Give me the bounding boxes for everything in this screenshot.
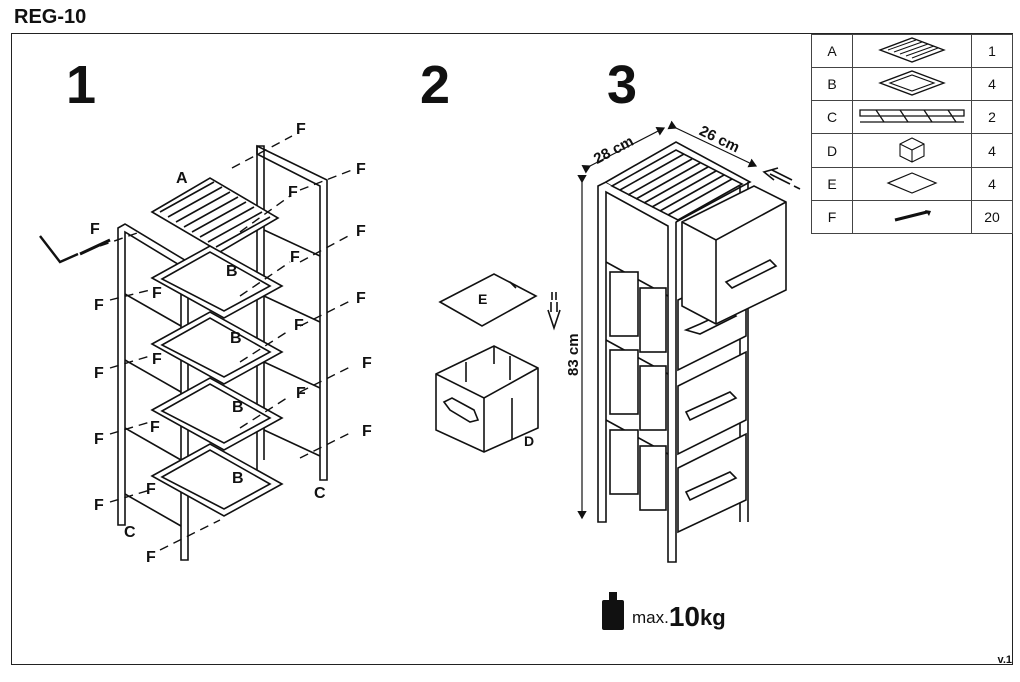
version-label: v.1 — [997, 654, 1012, 666]
label-f-20: F — [146, 549, 156, 566]
part-quantity: 4 — [971, 167, 1013, 201]
dimension-width: 28 cm — [591, 133, 637, 168]
label-c-right: C — [314, 485, 326, 502]
step-number-3: 3 — [607, 55, 638, 115]
fabric-drawer-box-icon — [899, 137, 925, 163]
label-f-1: F — [296, 121, 306, 138]
table-row: F 20 — [811, 200, 1013, 234]
drawer-base-board — [438, 273, 538, 327]
part-letter: D — [811, 133, 853, 168]
label-f-11: F — [90, 221, 100, 238]
step-number-2: 2 — [420, 55, 451, 115]
table-row: D 4 — [811, 133, 1013, 168]
shelf-b-frames — [150, 245, 284, 517]
document-title: REG-10 — [14, 6, 87, 28]
insert-arrow-icon — [547, 292, 561, 331]
dimension-height: 83 cm — [565, 333, 582, 376]
drawer-base-board-icon — [886, 171, 938, 194]
label-f-16: F — [94, 431, 104, 448]
max-load-value: 10 — [668, 601, 700, 632]
part-picture — [852, 34, 972, 68]
table-row: C 2 — [811, 100, 1013, 134]
label-f-7: F — [294, 317, 304, 334]
table-row: A 1 — [811, 34, 1013, 68]
label-b-4: B — [232, 470, 244, 487]
step2-drawer-assembly — [435, 273, 561, 453]
part-picture — [852, 67, 972, 101]
step2-labels: E D — [478, 291, 534, 449]
part-letter: E — [811, 167, 853, 201]
step1-labels: A B B B B C C F F F F F F F F F F F F F … — [90, 121, 372, 566]
part-picture — [852, 200, 972, 234]
part-picture — [852, 167, 972, 201]
fabric-drawer-box — [435, 345, 539, 453]
insert-drawer-arrow-icon — [762, 167, 801, 190]
table-row: E 4 — [811, 167, 1013, 201]
label-f-5: F — [290, 249, 300, 266]
hex-key-icon — [39, 235, 111, 264]
label-f-19: F — [146, 481, 156, 498]
max-load-prefix: max. — [632, 608, 669, 627]
side-frame-back — [256, 144, 328, 481]
label-f-18: F — [94, 497, 104, 514]
shelf-a-slatted — [150, 177, 280, 253]
part-picture — [852, 100, 972, 134]
weight-icon — [602, 592, 624, 630]
part-quantity: 2 — [971, 100, 1013, 134]
ladder-side-frame-icon — [859, 108, 965, 123]
part-quantity: 4 — [971, 133, 1013, 168]
label-f-17: F — [150, 419, 160, 436]
label-f-8: F — [362, 355, 372, 372]
part-letter: B — [811, 67, 853, 101]
max-load-unit: kg — [700, 605, 726, 630]
label-f-2: F — [356, 161, 366, 178]
label-f-14: F — [94, 365, 104, 382]
label-b-2: B — [230, 330, 242, 347]
label-a: A — [176, 170, 188, 187]
table-row: B 4 — [811, 67, 1013, 101]
label-f-12: F — [94, 297, 104, 314]
shelf-frame-icon — [878, 69, 946, 96]
part-letter: C — [811, 100, 853, 134]
label-f-15: F — [152, 351, 162, 368]
part-letter: F — [811, 200, 853, 234]
screw-icon — [894, 209, 931, 221]
slatted-shelf-icon — [878, 36, 946, 63]
part-letter: A — [811, 34, 853, 68]
label-f-10: F — [362, 423, 372, 440]
side-frame-front — [117, 223, 189, 561]
dimension-lines — [577, 120, 758, 520]
parts-list-table: A 1 B 4 C 2 D — [811, 34, 1013, 234]
label-f-9: F — [296, 385, 306, 402]
label-b-3: B — [232, 399, 244, 416]
dimension-depth: 26 cm — [697, 122, 743, 156]
label-f-6: F — [356, 290, 366, 307]
label-c-left: C — [124, 524, 136, 541]
screw-guide-lines — [99, 135, 353, 551]
label-f-3: F — [288, 184, 298, 201]
part-quantity: 20 — [971, 200, 1013, 234]
step1-exploded-shelf — [39, 135, 353, 561]
label-b-1: B — [226, 263, 238, 280]
label-f-4: F — [356, 223, 366, 240]
label-e: E — [478, 291, 487, 307]
step3-assembled-unit — [577, 120, 801, 563]
max-load-indicator: max. 10 kg — [600, 590, 726, 632]
label-f-13: F — [152, 285, 162, 302]
instruction-frame — [11, 33, 1013, 665]
step-number-1: 1 — [66, 55, 97, 115]
label-d: D — [524, 433, 534, 449]
part-picture — [852, 133, 972, 168]
part-quantity: 1 — [971, 34, 1013, 68]
part-quantity: 4 — [971, 67, 1013, 101]
